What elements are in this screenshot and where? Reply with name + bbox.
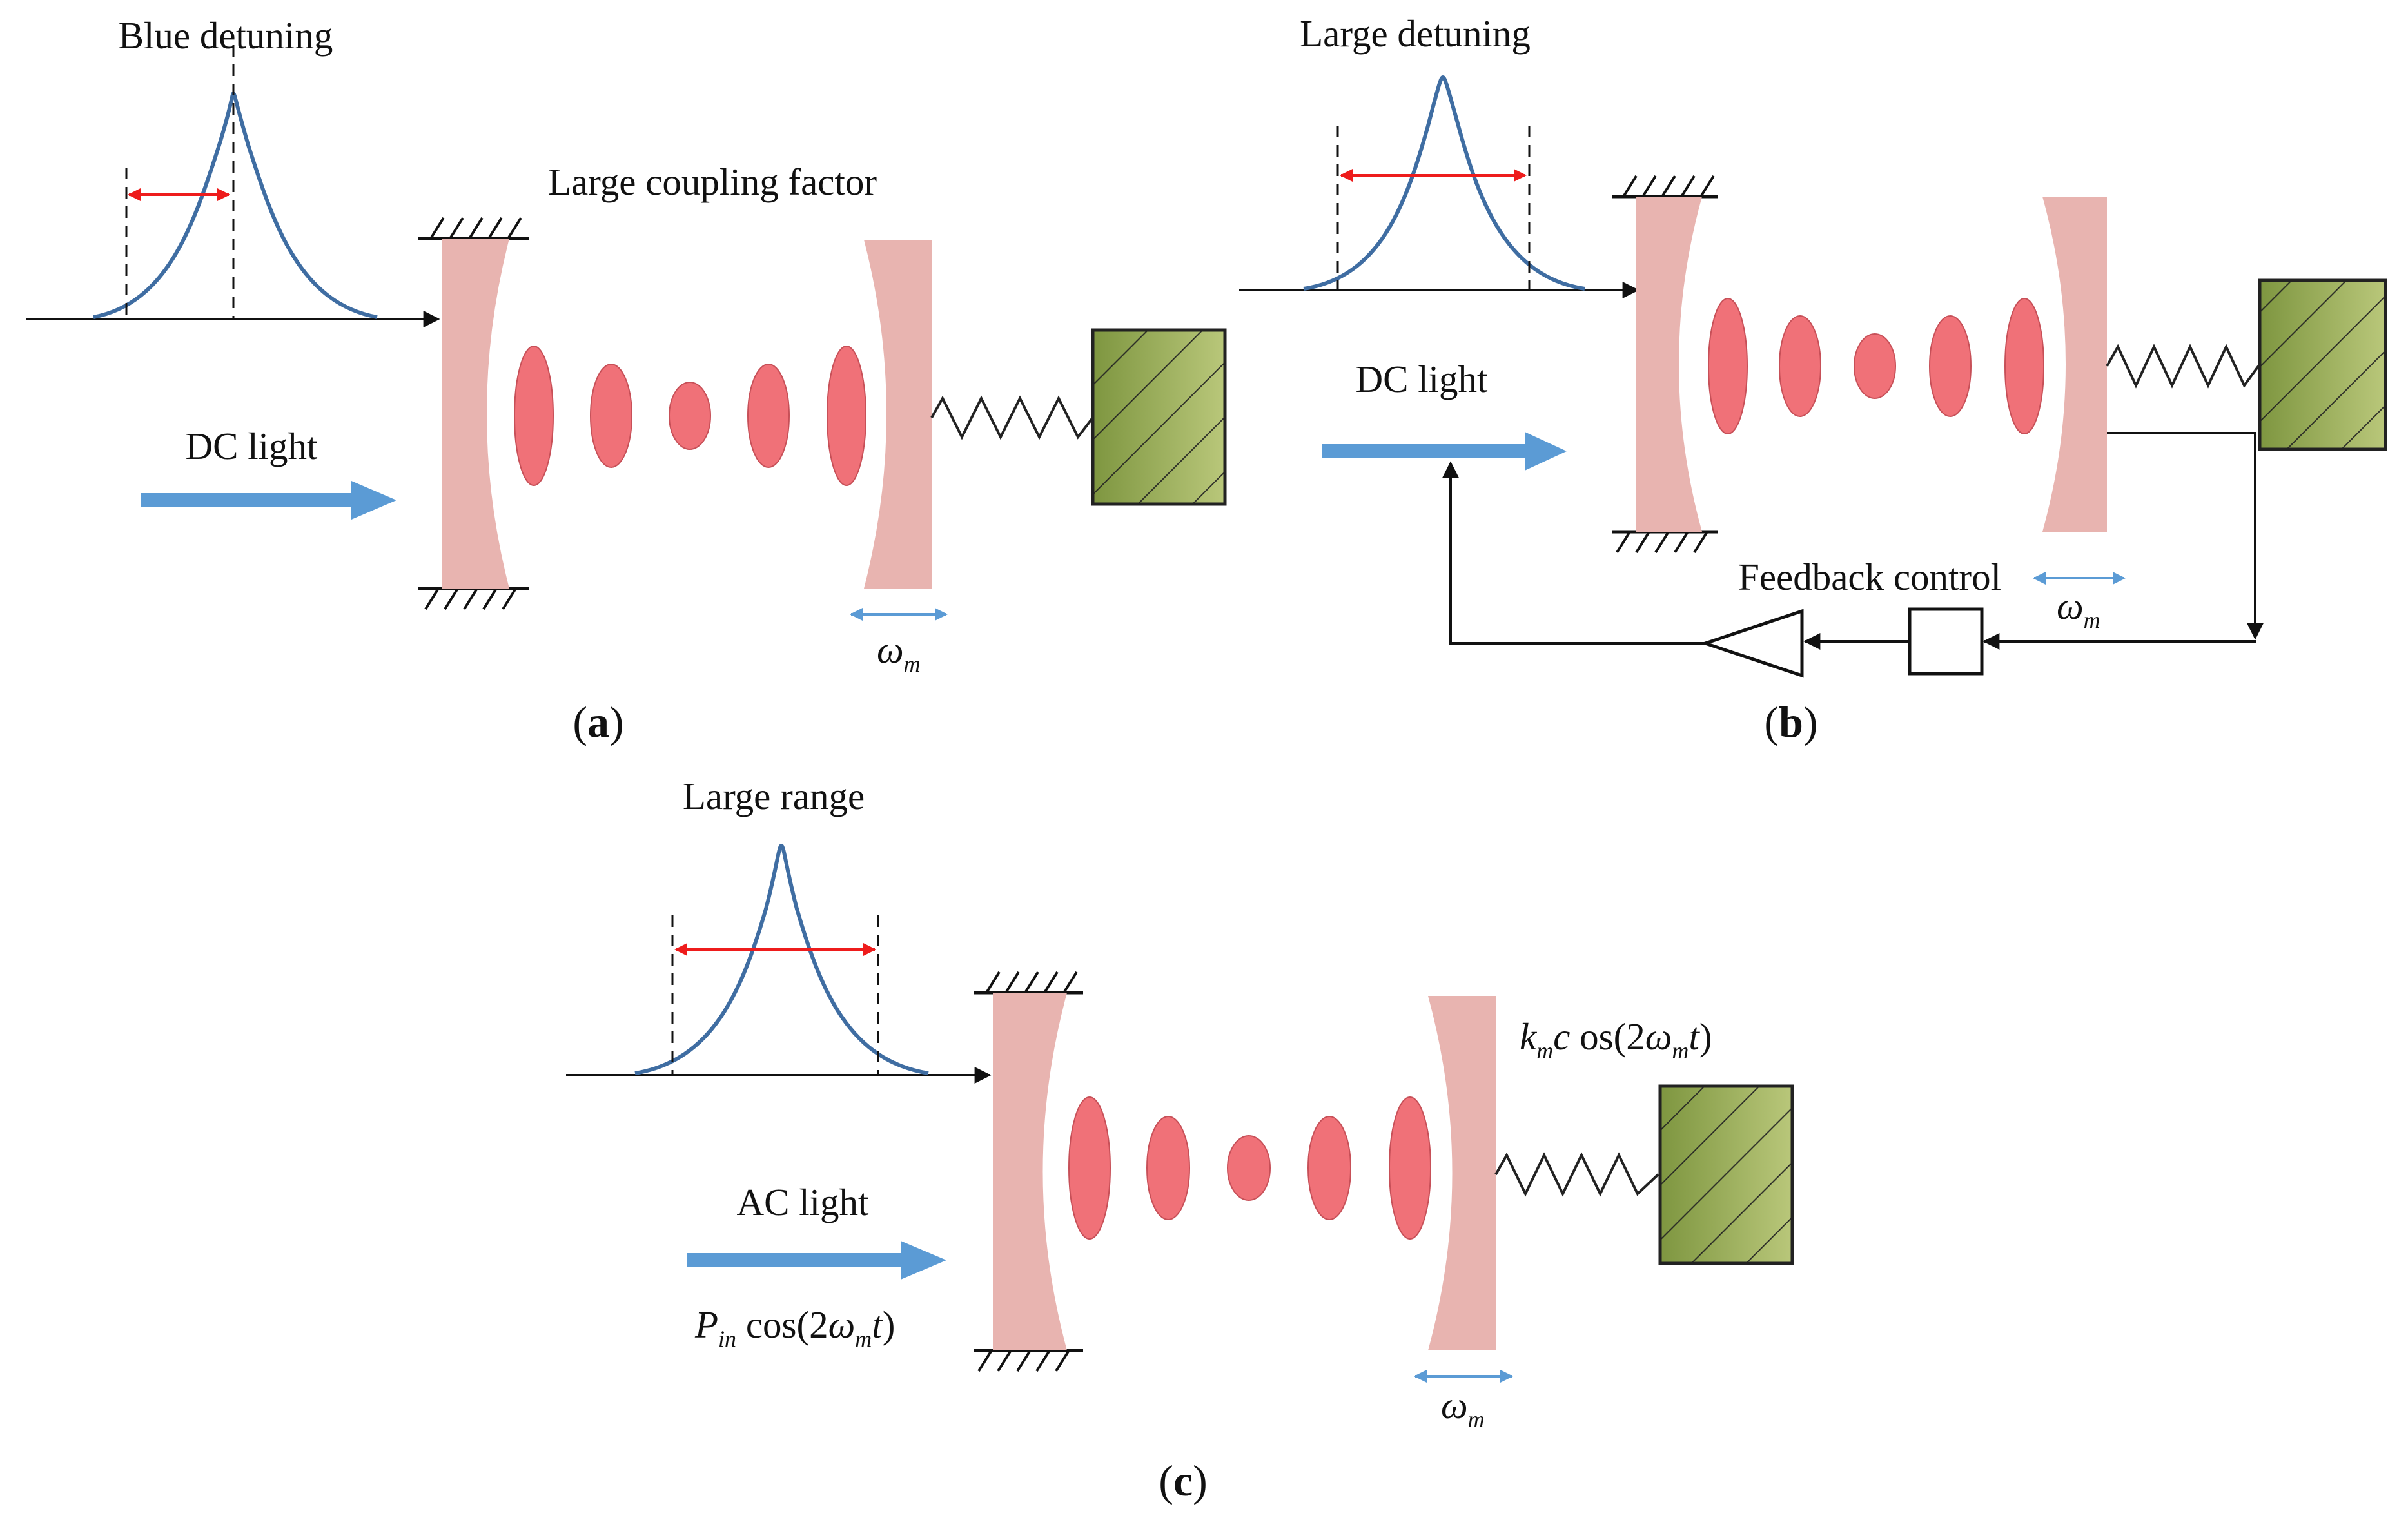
fixed-mirror (442, 239, 509, 589)
photon (514, 346, 554, 486)
light-label: DC light (1356, 358, 1488, 400)
photon (1227, 1135, 1271, 1201)
light-label: AC light (737, 1181, 869, 1223)
caption-c: (c) (1159, 1456, 1208, 1505)
feedback-line (2107, 432, 2264, 640)
photon (827, 346, 866, 486)
feedback-label: Feedback control (1738, 556, 2001, 598)
caption-a: (a) (573, 697, 623, 746)
photon (1779, 315, 1821, 417)
photon (747, 364, 790, 468)
mass-block (1091, 328, 1227, 506)
light-arrow-head (1525, 432, 1567, 471)
movable-mirror (1428, 996, 1496, 1350)
spring (2106, 344, 2260, 389)
resonance-curve (93, 91, 378, 319)
photon (1146, 1116, 1190, 1220)
detuning-label: Large detuning (1300, 12, 1531, 55)
photon (1708, 298, 1748, 434)
spring (1494, 1152, 1659, 1197)
photon (1929, 315, 1972, 417)
spring (930, 395, 1094, 440)
photon-train (1708, 298, 2044, 434)
photon (1389, 1096, 1431, 1240)
fixed-mirror (1636, 197, 1702, 532)
hatch-marks (977, 971, 1078, 1372)
spring-modulation-expression: kmc os(2ωmt) (1520, 1015, 1712, 1064)
mass-block (2258, 278, 2387, 451)
range-label: Large range (683, 775, 865, 817)
resonance-curve (1303, 75, 1585, 291)
controller-box (1908, 607, 1984, 676)
input-power-expression: Pin cos(2ωmt) (694, 1303, 895, 1352)
photon-train (1068, 1096, 1431, 1240)
light-arrow-head (901, 1241, 946, 1280)
photon (669, 382, 711, 450)
detuning-label: Blue detuning (119, 14, 333, 57)
photon (1854, 333, 1896, 399)
photon (590, 364, 632, 468)
hatch-marks (1616, 175, 1715, 554)
panel-b: Large detuning DC light (1239, 12, 2387, 746)
photon (1068, 1096, 1111, 1240)
feedback-line (1442, 461, 1705, 645)
movable-mirror (864, 240, 932, 589)
movable-mirror (2042, 197, 2107, 532)
light-label: DC light (186, 425, 318, 467)
hatch-marks (424, 217, 522, 610)
frequency-label: ωm (2057, 585, 2100, 633)
fixed-mirror (993, 993, 1067, 1350)
frequency-label: ωm (1441, 1384, 1485, 1432)
panel-a: Blue detuning DC light Large coupling fa… (26, 14, 1227, 746)
mass-block (1658, 1084, 1794, 1265)
caption-b: (b) (1764, 697, 1817, 746)
photon (2004, 298, 2044, 434)
photon-train (514, 346, 866, 486)
amplifier-triangle (1700, 609, 1804, 678)
panel-c: Large range AC light Pin cos(2ωmt) kmc o… (566, 775, 1794, 1505)
resonance-curve (634, 843, 929, 1075)
coupling-label: Large coupling factor (548, 161, 877, 203)
photon (1307, 1116, 1351, 1220)
frequency-label: ωm (877, 628, 921, 677)
light-arrow-head (351, 481, 396, 520)
